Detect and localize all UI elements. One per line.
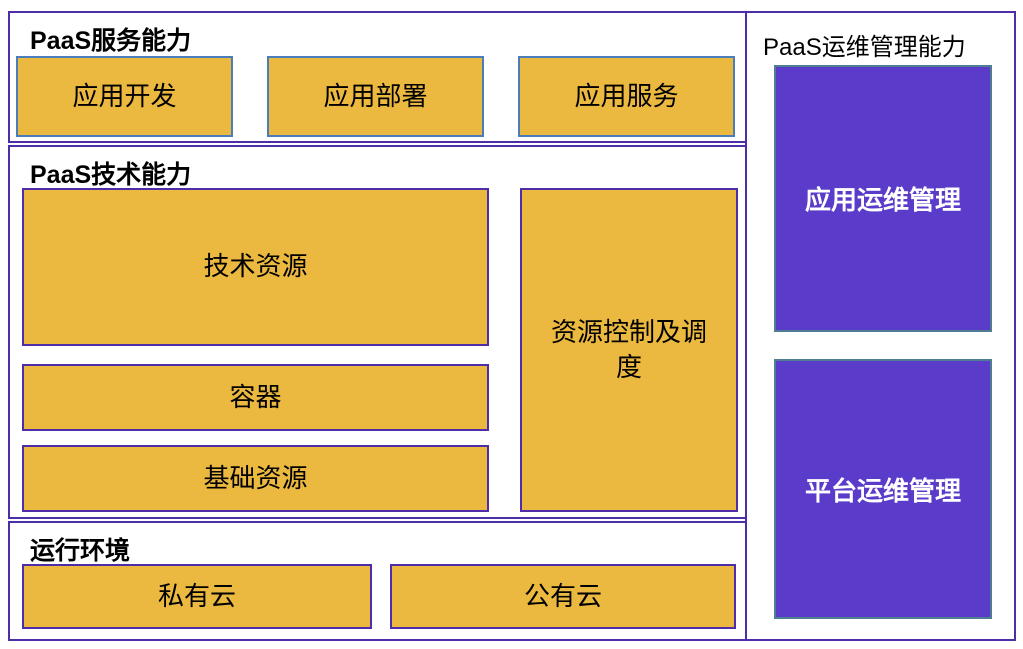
section-title-paas-service: PaaS服务能力 [30,27,192,55]
box-basic-resources: 基础资源 [22,445,489,512]
section-title-paas-tech: PaaS技术能力 [30,161,192,189]
box-private-cloud: 私有云 [22,564,372,629]
box-container: 容器 [22,364,489,431]
panel-title-paas-ops: PaaS运维管理能力 [763,34,966,61]
section-paas-tech: PaaS技术能力 技术资源 容器 基础资源 资源控制及调度 [8,145,747,519]
section-paas-service: PaaS服务能力 应用开发 应用部署 应用服务 [8,11,747,143]
section-runtime-env: 运行环境 私有云 公有云 [8,521,747,641]
box-app-deployment: 应用部署 [267,56,484,137]
box-public-cloud: 公有云 [390,564,736,629]
box-app-development: 应用开发 [16,56,233,137]
section-title-runtime-env: 运行环境 [30,537,131,565]
box-app-service: 应用服务 [518,56,735,137]
box-tech-resources: 技术资源 [22,188,489,346]
box-resource-control-scheduling: 资源控制及调度 [520,188,738,512]
box-app-ops-management: 应用运维管理 [774,65,992,332]
box-platform-ops-management: 平台运维管理 [774,359,992,619]
panel-paas-ops: PaaS运维管理能力 应用运维管理 平台运维管理 [745,11,1016,641]
